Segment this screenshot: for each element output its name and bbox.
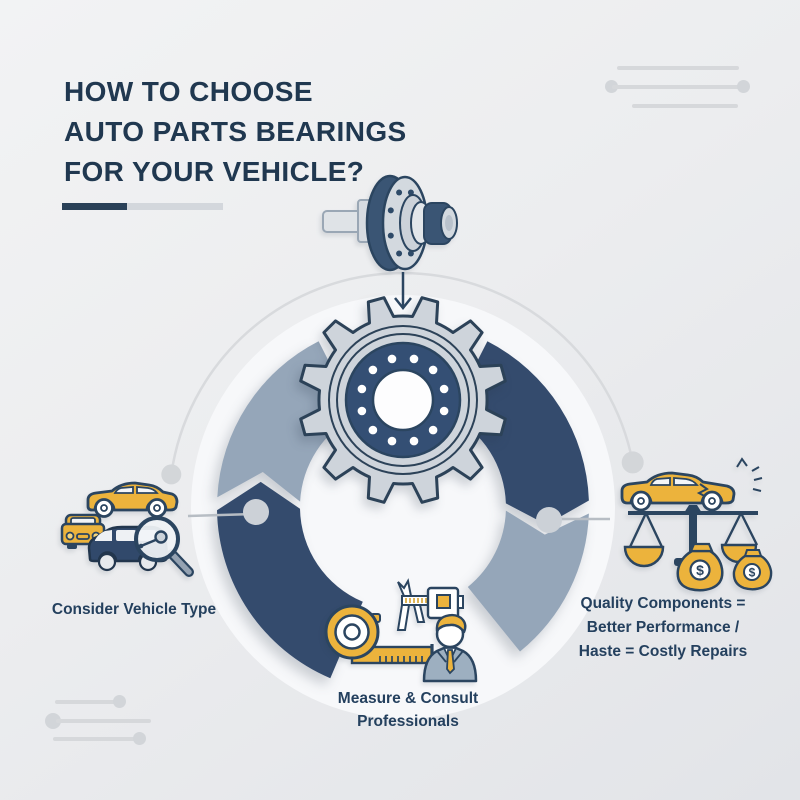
decor-line — [55, 700, 115, 704]
decor-dot — [605, 80, 618, 93]
divider-dark-segment — [62, 203, 127, 210]
step2-icon-group — [324, 578, 478, 683]
connectors — [187, 499, 610, 533]
step3-label: Quality Components = Better Performance … — [553, 592, 773, 664]
node-dot-left — [243, 499, 269, 525]
impact-marks — [736, 457, 763, 492]
decor-dot — [45, 713, 61, 729]
sedan-car-icon — [86, 481, 179, 518]
step3-label-line: Quality Components = — [580, 595, 746, 612]
title-line-2: AUTO PARTS BEARINGS — [64, 116, 407, 147]
bearing-balls — [357, 354, 449, 446]
title-line-1: HOW TO CHOOSE — [64, 76, 313, 107]
step2-label-line: Measure & Consult — [337, 690, 479, 707]
gear-bearing-icon — [299, 296, 507, 504]
decor-line — [53, 737, 135, 741]
step1-label: Consider Vehicle Type — [24, 598, 244, 621]
decor-line — [617, 66, 739, 70]
damaged-car-icon — [620, 457, 763, 512]
tape-measure-icon — [324, 604, 434, 665]
step2-label: Measure & Consult Professionals — [308, 687, 508, 733]
arrow-down-icon — [394, 272, 412, 311]
professional-person-icon — [422, 613, 478, 683]
decor-line — [632, 104, 738, 108]
step1-label-line: Consider Vehicle Type — [51, 601, 217, 618]
connector-line-left — [187, 512, 255, 518]
dollar-symbol: $ — [749, 566, 756, 580]
decor-dot — [737, 80, 750, 93]
money-bags-icon: $ $ — [676, 542, 773, 592]
caliper-icon — [396, 578, 464, 631]
orbit-end-dot-right — [621, 451, 644, 474]
divider-light-segment — [127, 203, 223, 210]
magnifier-icon — [134, 516, 194, 577]
step3-icon-group: $ $ — [620, 457, 773, 592]
wheel-hub-bearing-icon — [322, 174, 458, 272]
step2-label-line: Professionals — [357, 713, 459, 730]
decor-dot — [133, 732, 146, 745]
step3-label-line: Haste = Costly Repairs — [578, 643, 748, 660]
dollar-symbol: $ — [696, 562, 704, 578]
title-line-3: FOR YOUR VEHICLE? — [64, 156, 365, 187]
page-title: HOW TO CHOOSE AUTO PARTS BEARINGS FOR YO… — [64, 72, 407, 192]
decor-dot — [113, 695, 126, 708]
node-dot-right — [536, 507, 562, 533]
orbit-end-dot-left — [161, 464, 182, 485]
orbit-arc — [161, 271, 644, 485]
decor-line — [612, 85, 743, 89]
balance-scale-icon — [623, 505, 759, 568]
step1-icon-group — [60, 481, 194, 577]
ring-segment-right-light — [467, 510, 589, 652]
step3-label-line: Better Performance / — [586, 619, 740, 636]
decor-line — [56, 719, 151, 723]
title-divider — [62, 203, 223, 210]
